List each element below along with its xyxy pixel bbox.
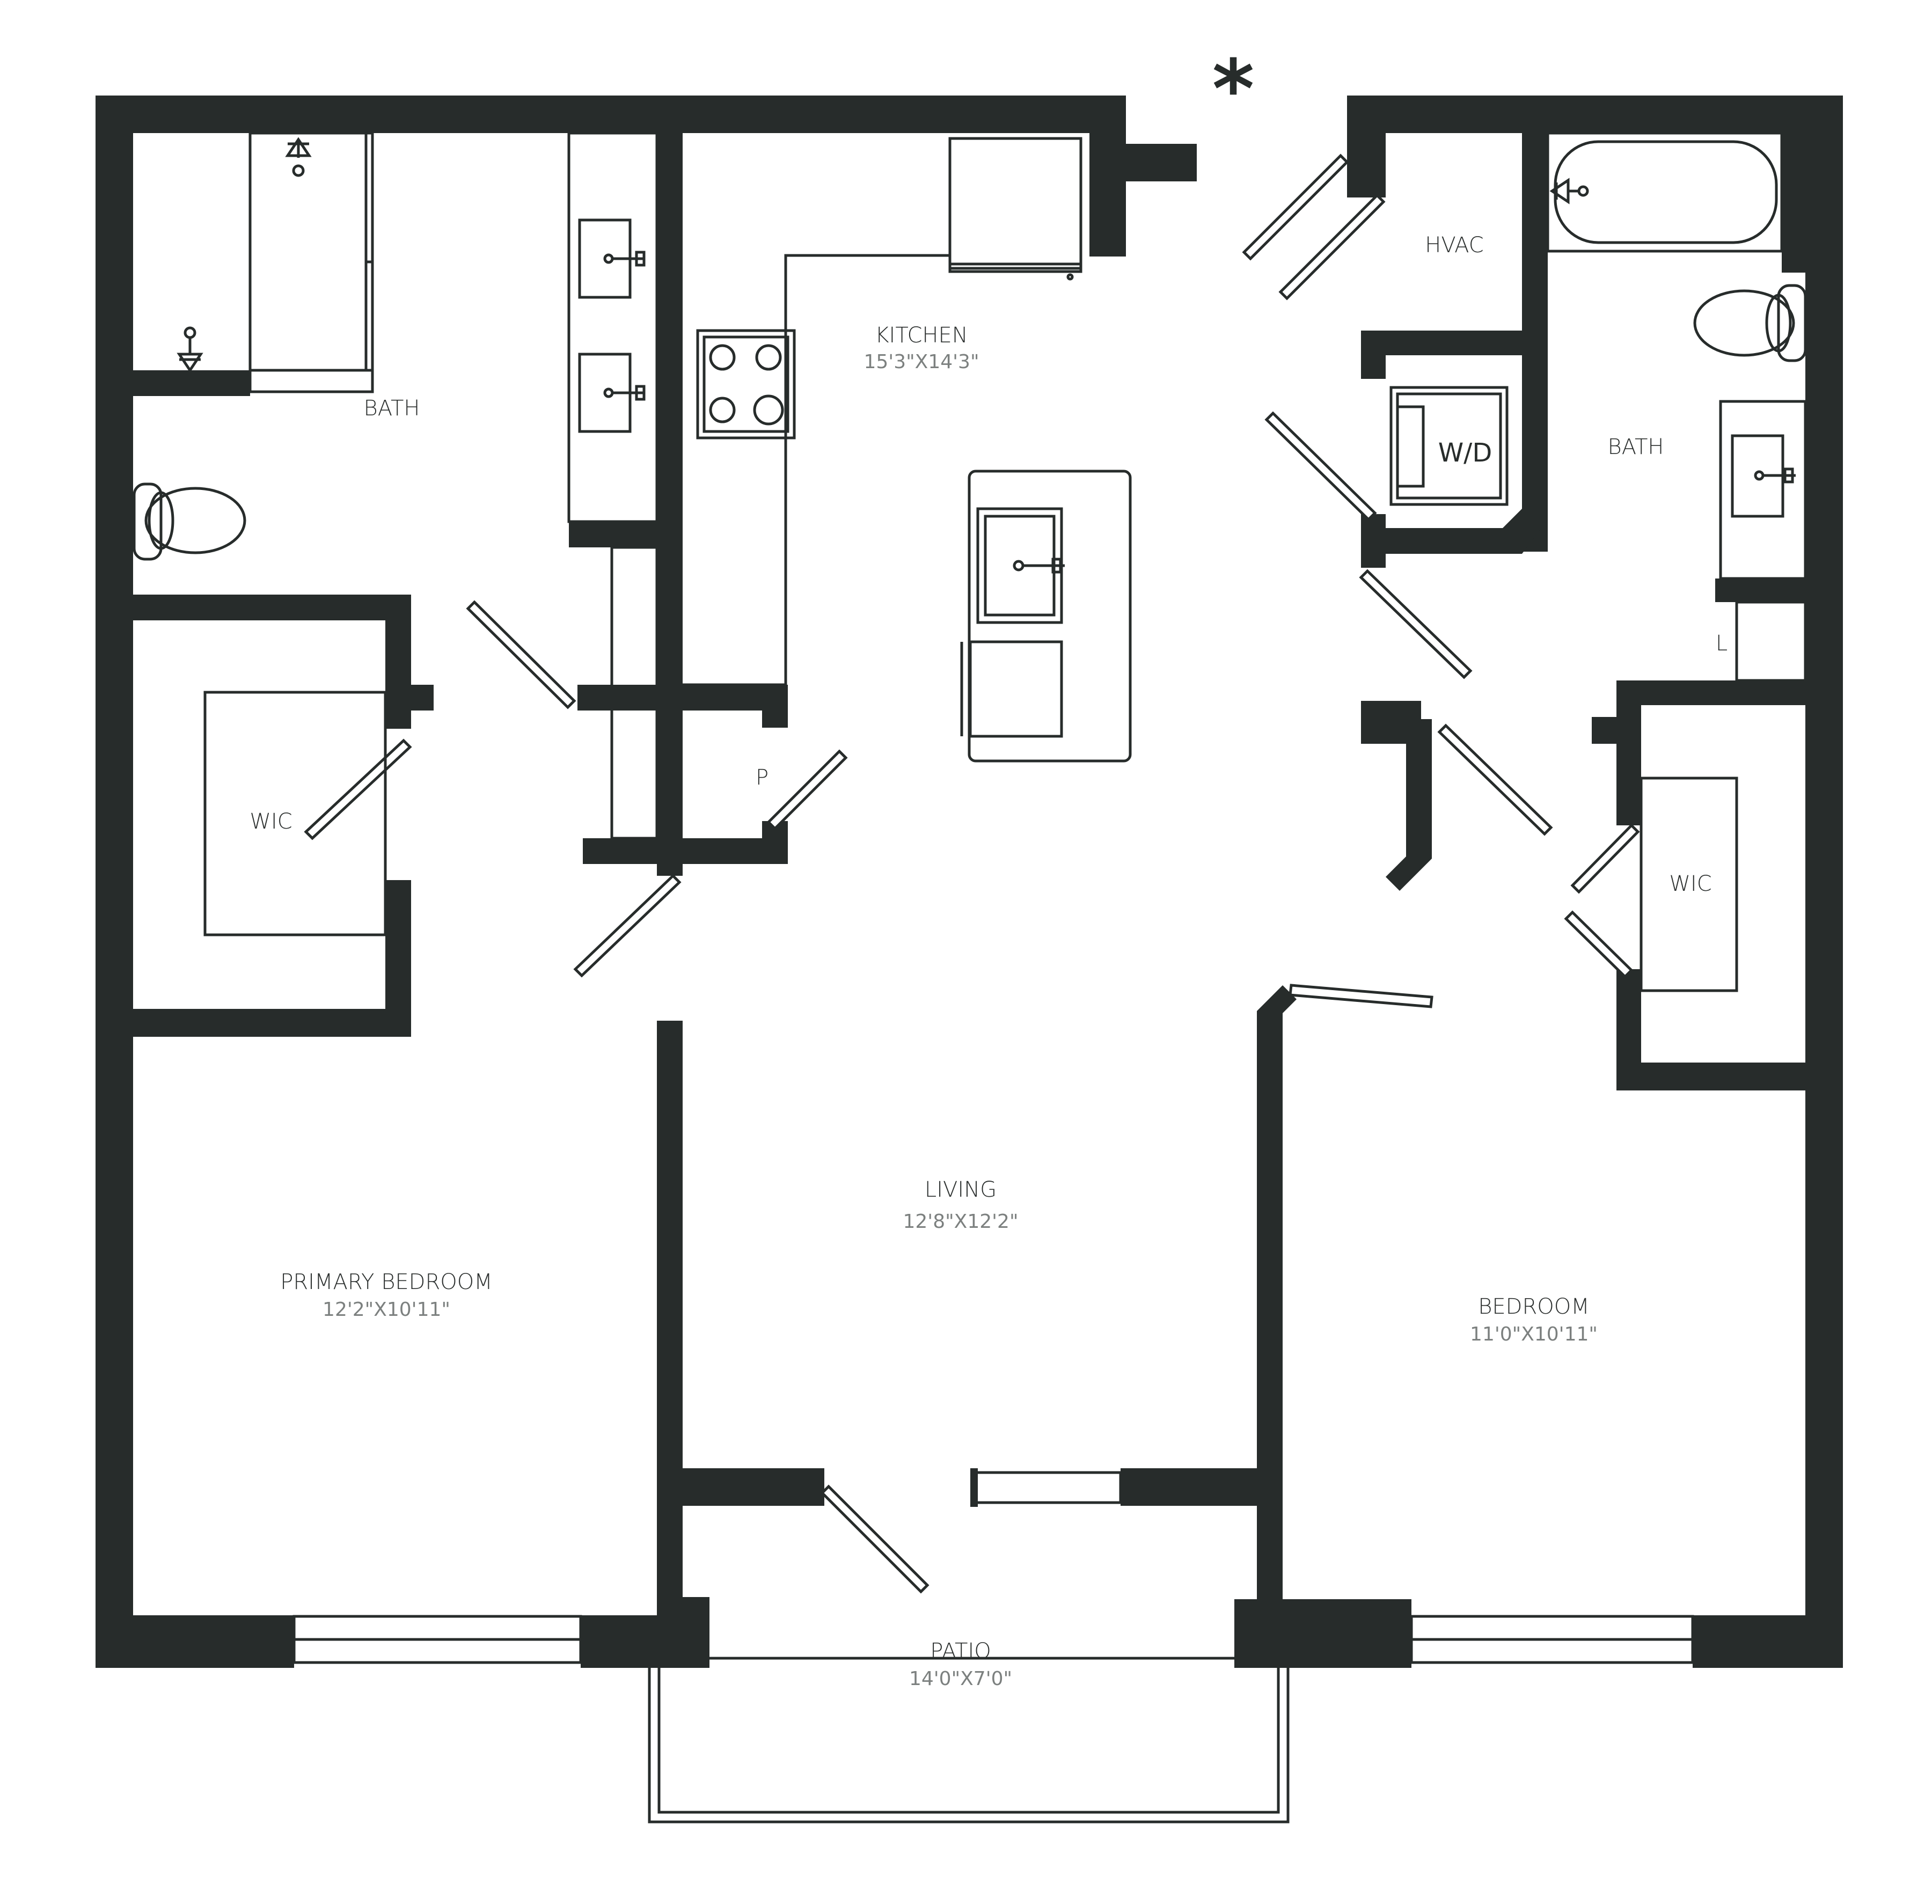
shower-head-icon	[177, 137, 312, 373]
bedroom-size: 11'0"X10'11"	[1470, 1323, 1598, 1345]
bath-right-label: BATH	[1608, 435, 1664, 459]
door-bath-right	[1437, 723, 1553, 836]
wic-left-shelf	[203, 691, 387, 936]
pantry-label: P	[756, 765, 769, 790]
interior-walls	[133, 133, 1805, 1668]
entry-marker-icon: *	[1212, 43, 1254, 136]
toilet-icon	[133, 482, 246, 561]
wic-left-label: WIC	[250, 809, 292, 834]
sink-icon	[578, 353, 646, 433]
shower-head-icon	[1549, 178, 1589, 204]
refrigerator-icon	[948, 137, 1082, 281]
cooktop-icon	[696, 329, 796, 440]
toilet-icon	[1693, 284, 1807, 362]
washer-dryer-label: W/D	[1438, 438, 1492, 468]
door-primary-bedroom	[573, 874, 682, 978]
door-wic-right-a	[1570, 823, 1640, 894]
patio-label: PATIO	[930, 1639, 991, 1664]
windows	[292, 1615, 1694, 1664]
door-bedroom	[1289, 984, 1433, 1008]
sink-icon	[976, 507, 1065, 624]
door-entry-b	[1278, 193, 1386, 301]
door-wic-left	[304, 738, 412, 840]
hvac-label: HVAC	[1425, 233, 1483, 258]
living-size: 12'8"X12'2"	[903, 1211, 1019, 1233]
bathtub-icon	[1546, 131, 1783, 253]
kitchen-fixtures	[683, 137, 1132, 763]
door-pantry	[766, 749, 848, 831]
patio-size: 14'0"X7'0"	[909, 1668, 1012, 1690]
primary-bedroom-size: 12'2"X10'11"	[323, 1299, 450, 1321]
door-entry-a	[1242, 153, 1349, 261]
kitchen-size: 15'3"X14'3"	[864, 351, 979, 373]
left-bath-fixtures	[133, 131, 658, 840]
door-wd	[1264, 411, 1377, 522]
primary-bedroom-label: PRIMARY BEDROOM	[280, 1270, 493, 1294]
bedroom-label: BEDROOM	[1478, 1294, 1590, 1319]
kitchen-island	[968, 470, 1132, 763]
door-bath-left	[466, 600, 576, 709]
sink-icon	[578, 218, 646, 299]
dishwasher-icon	[960, 640, 1063, 738]
patio-sliding-door	[972, 1471, 1122, 1504]
right-bath-fixtures	[1546, 131, 1807, 682]
wic-right-shelf	[1640, 777, 1738, 992]
linen-label: L	[1716, 631, 1728, 656]
doors	[304, 153, 1640, 1594]
bath-left-label: BATH	[364, 396, 420, 421]
sink-icon	[1731, 434, 1796, 518]
washer-dryer-icon	[1389, 386, 1509, 506]
door-hvac-bath	[1359, 569, 1473, 679]
patio-outline	[648, 1657, 1290, 1824]
wic-right-label: WIC	[1669, 872, 1711, 896]
door-patio-swing	[820, 1484, 930, 1594]
door-wic-right-b	[1564, 910, 1634, 979]
exterior-walls	[96, 96, 1843, 1668]
living-label: LIVING	[925, 1177, 997, 1202]
kitchen-label: KITCHEN	[875, 323, 968, 348]
